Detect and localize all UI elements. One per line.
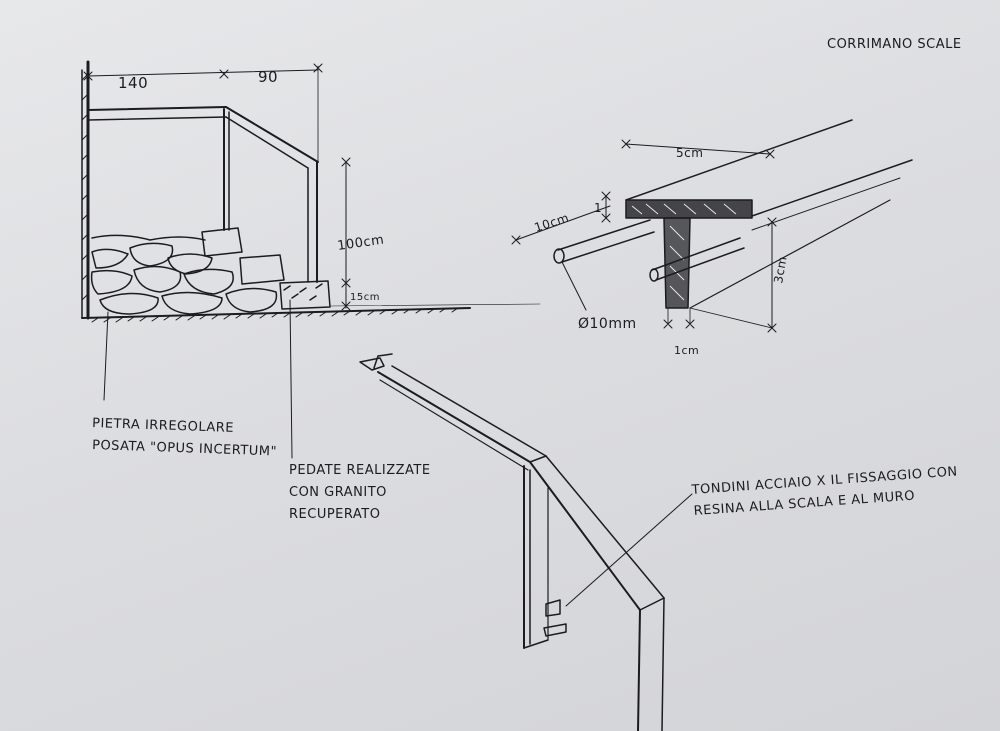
detail-dim-diameter: Ø10mm xyxy=(578,316,637,332)
ground-line xyxy=(81,303,541,323)
handrail-top xyxy=(87,106,319,169)
note-steps-line2: CON GRANITO xyxy=(289,485,387,500)
note-stone-line2: POSATA "OPUS INCERTUM" xyxy=(92,438,277,459)
dim-100cm-label: 100cm xyxy=(336,233,385,254)
leader-steps xyxy=(289,299,293,459)
detail-dim-10cm: 10cm xyxy=(533,211,571,235)
note-steps-line1: PEDATE REALIZZATE xyxy=(289,463,431,478)
detail-dim-1: 1 xyxy=(594,201,602,215)
sheet-title: CORRIMANO SCALE xyxy=(827,37,962,52)
handrail-detail xyxy=(511,119,913,333)
wall xyxy=(81,60,90,320)
dimension-vertical xyxy=(341,157,351,311)
detail-dim-1cm: 1cm xyxy=(674,344,699,357)
note-stone-line1: PIETRA IRREGOLARE xyxy=(92,416,234,436)
dimension-140-90 xyxy=(83,63,323,163)
dim-90-label: 90 xyxy=(258,68,278,86)
granite-step xyxy=(279,280,331,310)
leader-stone xyxy=(103,311,109,401)
detail-dim-5cm: 5cm xyxy=(676,146,703,160)
detail-dim-3cm: 3cm xyxy=(771,255,790,284)
stone-wall xyxy=(90,227,285,315)
note-rods-line1: TONDINI ACCIAIO X IL FISSAGGIO CON xyxy=(690,464,958,498)
handrail-posts xyxy=(223,108,318,283)
dim-15cm-label: 15cm xyxy=(350,292,380,303)
note-steps-line3: RECUPERATO xyxy=(289,507,380,522)
handrail-perspective xyxy=(359,353,693,731)
stair-section: 140 90 100cm 15cm xyxy=(81,60,541,459)
dim-140-label: 140 xyxy=(118,74,148,92)
